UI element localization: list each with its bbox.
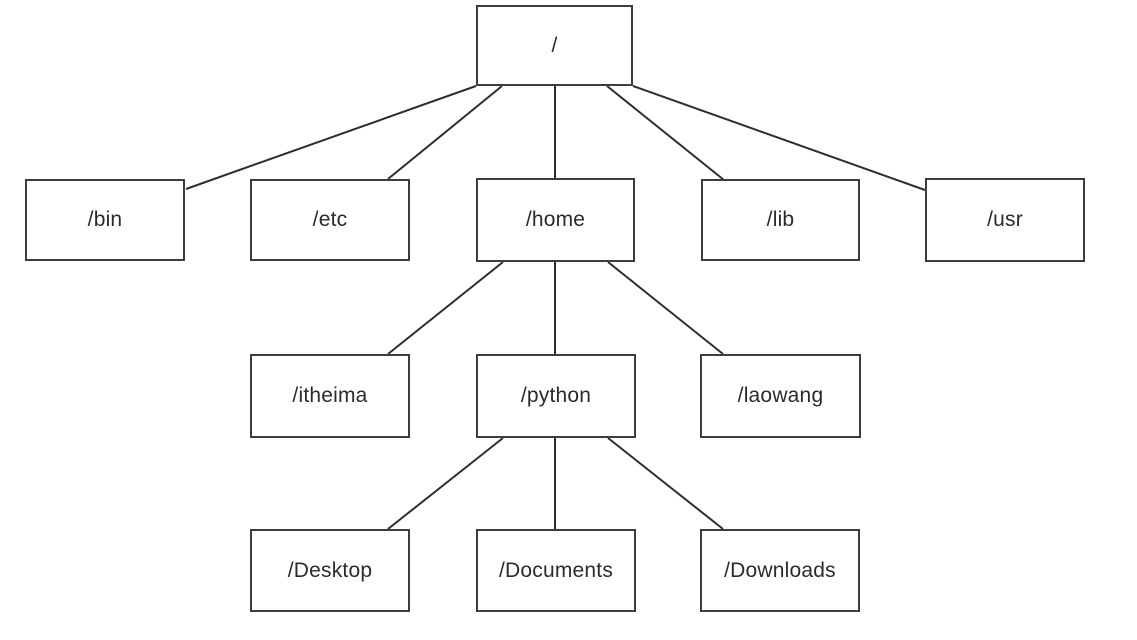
tree-node-label-bin: /bin bbox=[87, 208, 123, 231]
tree-node-label-downloads: /Downloads bbox=[724, 558, 836, 582]
tree-node-documents: /Documents bbox=[476, 529, 636, 612]
tree-node-itheima: /itheima bbox=[250, 354, 410, 438]
tree-edge-home-laowang bbox=[607, 261, 724, 355]
tree-node-home: /home bbox=[476, 178, 635, 262]
tree-edge-python-desktop bbox=[387, 437, 504, 530]
tree-node-label-lib: /lib bbox=[766, 208, 795, 231]
tree-node-label-itheima: /itheima bbox=[292, 384, 368, 407]
tree-node-bin: /bin bbox=[25, 179, 185, 261]
tree-node-label-home: /home bbox=[525, 208, 586, 231]
tree-node-lib: /lib bbox=[701, 179, 860, 261]
tree-node-usr: /usr bbox=[925, 178, 1085, 262]
tree-node-downloads: /Downloads bbox=[700, 529, 860, 612]
tree-node-label-laowang: /laowang bbox=[737, 384, 824, 407]
tree-edge-root-bin bbox=[185, 85, 477, 190]
tree-node-label-python: /python bbox=[520, 384, 592, 407]
tree-node-root: / bbox=[476, 5, 633, 86]
tree-node-laowang: /laowang bbox=[700, 354, 861, 438]
tree-node-label-documents: /Documents bbox=[498, 558, 614, 582]
tree-edge-root-usr bbox=[632, 85, 926, 191]
tree-edge-home-itheima bbox=[387, 261, 504, 355]
tree-edge-python-downloads bbox=[607, 437, 724, 530]
tree-node-python: /python bbox=[476, 354, 636, 438]
tree-node-etc: /etc bbox=[250, 179, 410, 261]
tree-node-label-usr: /usr bbox=[987, 208, 1023, 231]
tree-node-desktop: /Desktop bbox=[250, 529, 410, 612]
tree-node-label-etc: /etc bbox=[312, 208, 348, 231]
tree-node-label-desktop: /Desktop bbox=[287, 558, 373, 582]
tree-edge-root-lib bbox=[606, 85, 725, 181]
tree-edge-root-etc bbox=[387, 85, 503, 180]
tree-node-label-root: / bbox=[551, 33, 558, 57]
